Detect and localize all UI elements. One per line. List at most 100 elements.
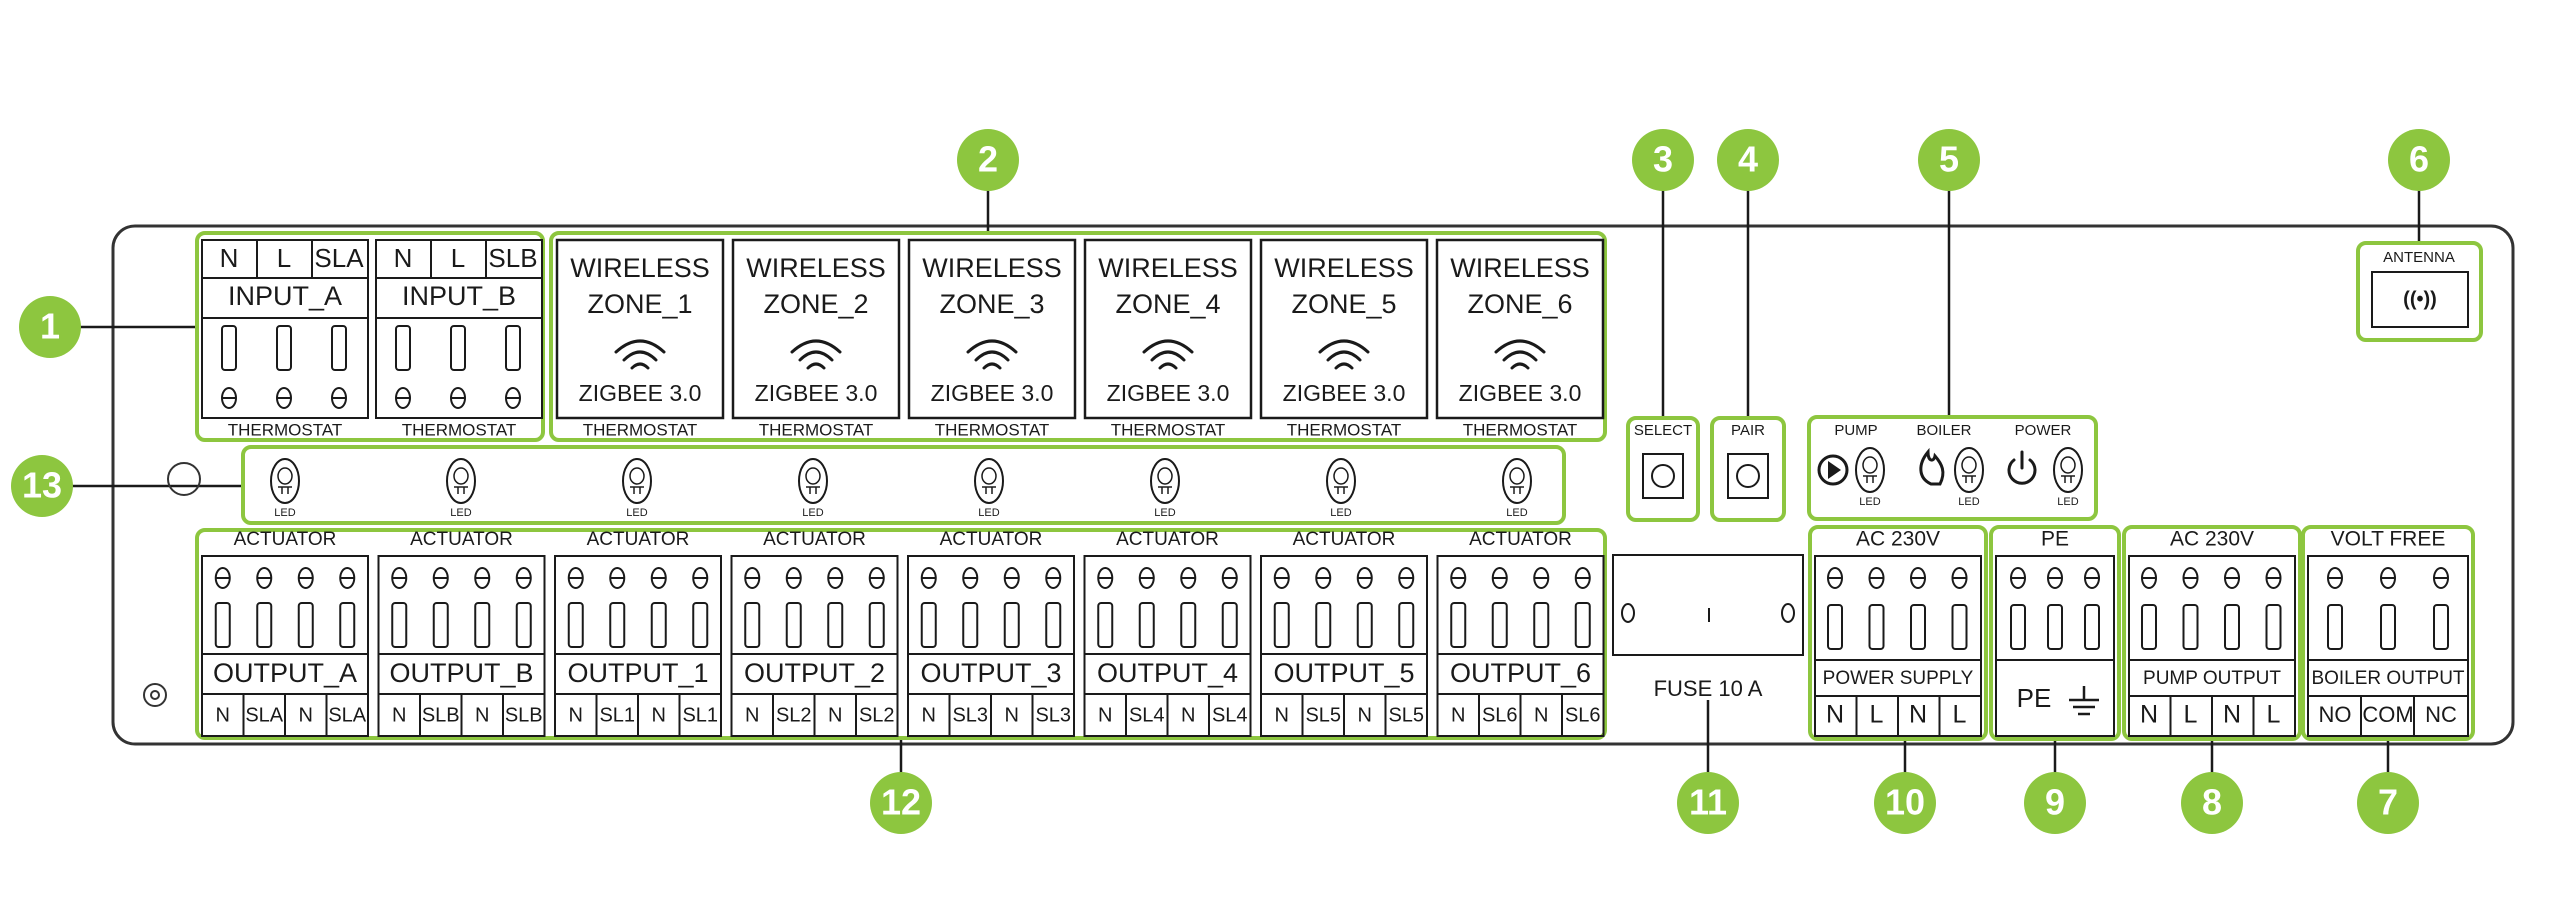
output-term-0-slot	[1273, 602, 1290, 648]
output-terminal-label: N	[1098, 704, 1112, 726]
power-supply-terminal-label: N	[1909, 701, 1927, 729]
power-led: LED	[2053, 447, 2083, 508]
boiler-led: LED	[1954, 447, 1984, 508]
input-term-0-slot	[221, 325, 237, 371]
zone-led-4-bulb	[805, 467, 821, 485]
pump-term-3-slot	[2265, 604, 2282, 650]
output-term-1-slot	[609, 602, 626, 648]
zone-led-5-outer	[974, 458, 1004, 504]
callout-5-number: 5	[1939, 139, 1959, 180]
zone-wifi-icon	[790, 339, 842, 370]
input-terminal-label: L	[451, 243, 465, 273]
mounting-hole	[167, 462, 201, 496]
output-term-1-slot	[785, 602, 802, 648]
zone-led-1: LED	[270, 458, 300, 519]
zone-led-4-outer	[798, 458, 828, 504]
power-supply-terminal-label: N	[1826, 701, 1844, 729]
zone-name: ZONE_2	[763, 289, 868, 319]
mounting-mark	[143, 683, 167, 707]
output-term-3-slot	[868, 602, 885, 648]
power-led-label: LED	[2057, 496, 2078, 508]
pump-led: LED	[1855, 447, 1885, 508]
output-terminal-label: SL1	[682, 704, 718, 726]
output-term-0-slot	[214, 602, 231, 648]
zone-wifi-icon-arc-mid	[974, 350, 1010, 362]
zone-protocol: ZIGBEE 3.0	[755, 380, 878, 406]
output-term-3-slot	[1221, 602, 1238, 648]
output-term-1-slot	[1491, 602, 1508, 648]
output-terminal-label: N	[1181, 704, 1195, 726]
callout-10-badge	[1874, 772, 1936, 834]
antenna-label: ANTENNA	[2383, 249, 2455, 266]
zone-frame	[1083, 238, 1253, 420]
pump-play-triangle	[1828, 461, 1841, 479]
callout-1-number: 1	[40, 306, 60, 347]
output-term-3-slot	[1398, 602, 1415, 648]
pe-frame	[1995, 555, 2115, 737]
output-terminal-label: N	[652, 704, 666, 726]
pump-term-1-slot	[2182, 604, 2199, 650]
zone-led-row	[241, 445, 1566, 525]
zone-wifi-icon-arc-mid	[1150, 350, 1186, 362]
pump-terminal-label: N	[2140, 701, 2158, 729]
zone-name: ZONE_6	[1467, 289, 1572, 319]
zone-wireless-label: WIRELESS	[1450, 253, 1590, 283]
output-name: OUTPUT_A	[213, 658, 357, 688]
callout-3-badge	[1632, 129, 1694, 191]
output-term-2-slot	[827, 602, 844, 648]
power-supply-ac-label: AC 230V	[1856, 528, 1940, 551]
zone-led-4-label: LED	[802, 507, 823, 519]
zone-led-5-bulb	[981, 467, 997, 485]
zone-led-1-outer	[270, 458, 300, 504]
output-term-2-slot	[474, 602, 491, 648]
power-icon	[2007, 458, 2037, 485]
output-name: OUTPUT_2	[744, 658, 885, 688]
zone-frame	[1435, 238, 1605, 420]
output-terminal-label: N	[1005, 704, 1019, 726]
zone-wifi-icon-arc-mid	[1326, 350, 1362, 362]
zone-wifi-icon-arc-inner	[982, 362, 1002, 370]
zone-protocol: ZIGBEE 3.0	[1283, 380, 1406, 406]
pump-terminal-label: L	[2267, 701, 2281, 729]
output-actuator-label: ACTUATOR	[940, 529, 1043, 550]
zone-led-2-bulb	[453, 467, 469, 485]
zone-led-8: LED	[1502, 458, 1532, 519]
zone-wifi-icon-arc-mid	[622, 350, 658, 362]
zone-wifi-icon-arc-outer	[966, 339, 1018, 354]
zone-led-2-outer	[446, 458, 476, 504]
output-actuator-label: ACTUATOR	[1469, 529, 1572, 550]
zone-wifi-icon-arc-inner	[630, 362, 650, 370]
output-term-1-slot	[962, 602, 979, 648]
zone-led-3-bulb	[629, 467, 645, 485]
zone-thermostat-label: THERMOSTAT	[1463, 420, 1578, 439]
boiler-status-label: BOILER	[1916, 422, 1971, 439]
output-terminal-label: SL6	[1565, 704, 1601, 726]
callout-2-number: 2	[978, 139, 998, 180]
pump-output-label: PUMP OUTPUT	[2143, 668, 2281, 689]
callout-8-number: 8	[2202, 782, 2222, 823]
output-terminal-label: SLA	[328, 704, 366, 726]
output-term-3-slot	[339, 602, 356, 648]
zone-name: ZONE_3	[939, 289, 1044, 319]
zone-led-8-outer	[1502, 458, 1532, 504]
input-terminal-label: SLB	[488, 243, 537, 273]
output-term-3-slot	[1045, 602, 1062, 648]
pe-term-2-slot	[2084, 604, 2100, 650]
callout-5-badge	[1918, 129, 1980, 191]
output-terminal-label: SLB	[422, 704, 460, 726]
output-term-0-slot	[1450, 602, 1467, 648]
zone-wifi-icon-arc-inner	[1158, 362, 1178, 370]
output-terminal-label: SL3	[1035, 704, 1071, 726]
zone-led-5-label: LED	[978, 507, 999, 519]
input-frame	[375, 239, 543, 419]
zone-led-7-outer	[1326, 458, 1356, 504]
output-term-2-slot	[297, 602, 314, 648]
input-term-2-slot	[331, 325, 347, 371]
input-term-1-slot	[276, 325, 292, 371]
fuse-label: FUSE 10 A	[1654, 676, 1763, 701]
